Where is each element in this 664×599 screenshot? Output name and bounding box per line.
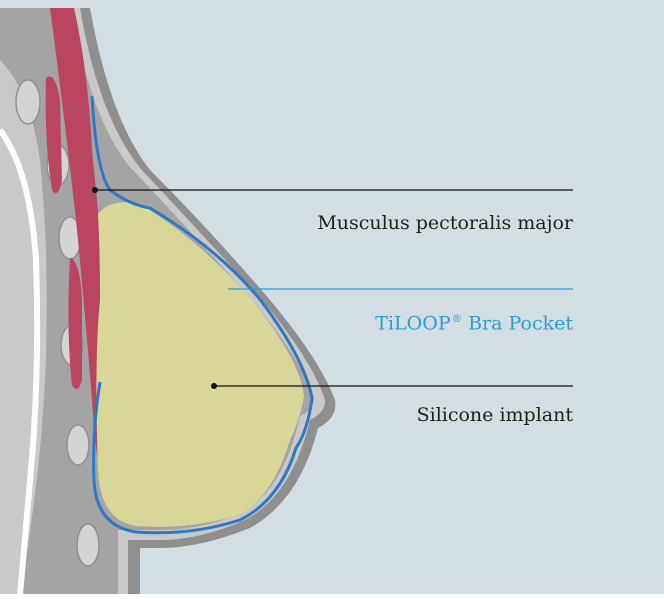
rib — [77, 524, 99, 566]
rib — [16, 80, 40, 124]
pocket-label-rest: Bra Pocket — [462, 312, 573, 334]
muscle-leader-dot — [92, 187, 98, 193]
registered-mark: ® — [452, 313, 462, 325]
implant-leader-dot — [211, 383, 217, 389]
pocket-label: TiLOOP® Bra Pocket — [375, 314, 573, 333]
pocket-label-name: TiLOOP — [375, 312, 450, 334]
muscle-label: Musculus pectoralis major — [317, 214, 573, 233]
implant-label: Silicone implant — [417, 406, 573, 425]
rib — [67, 425, 89, 465]
